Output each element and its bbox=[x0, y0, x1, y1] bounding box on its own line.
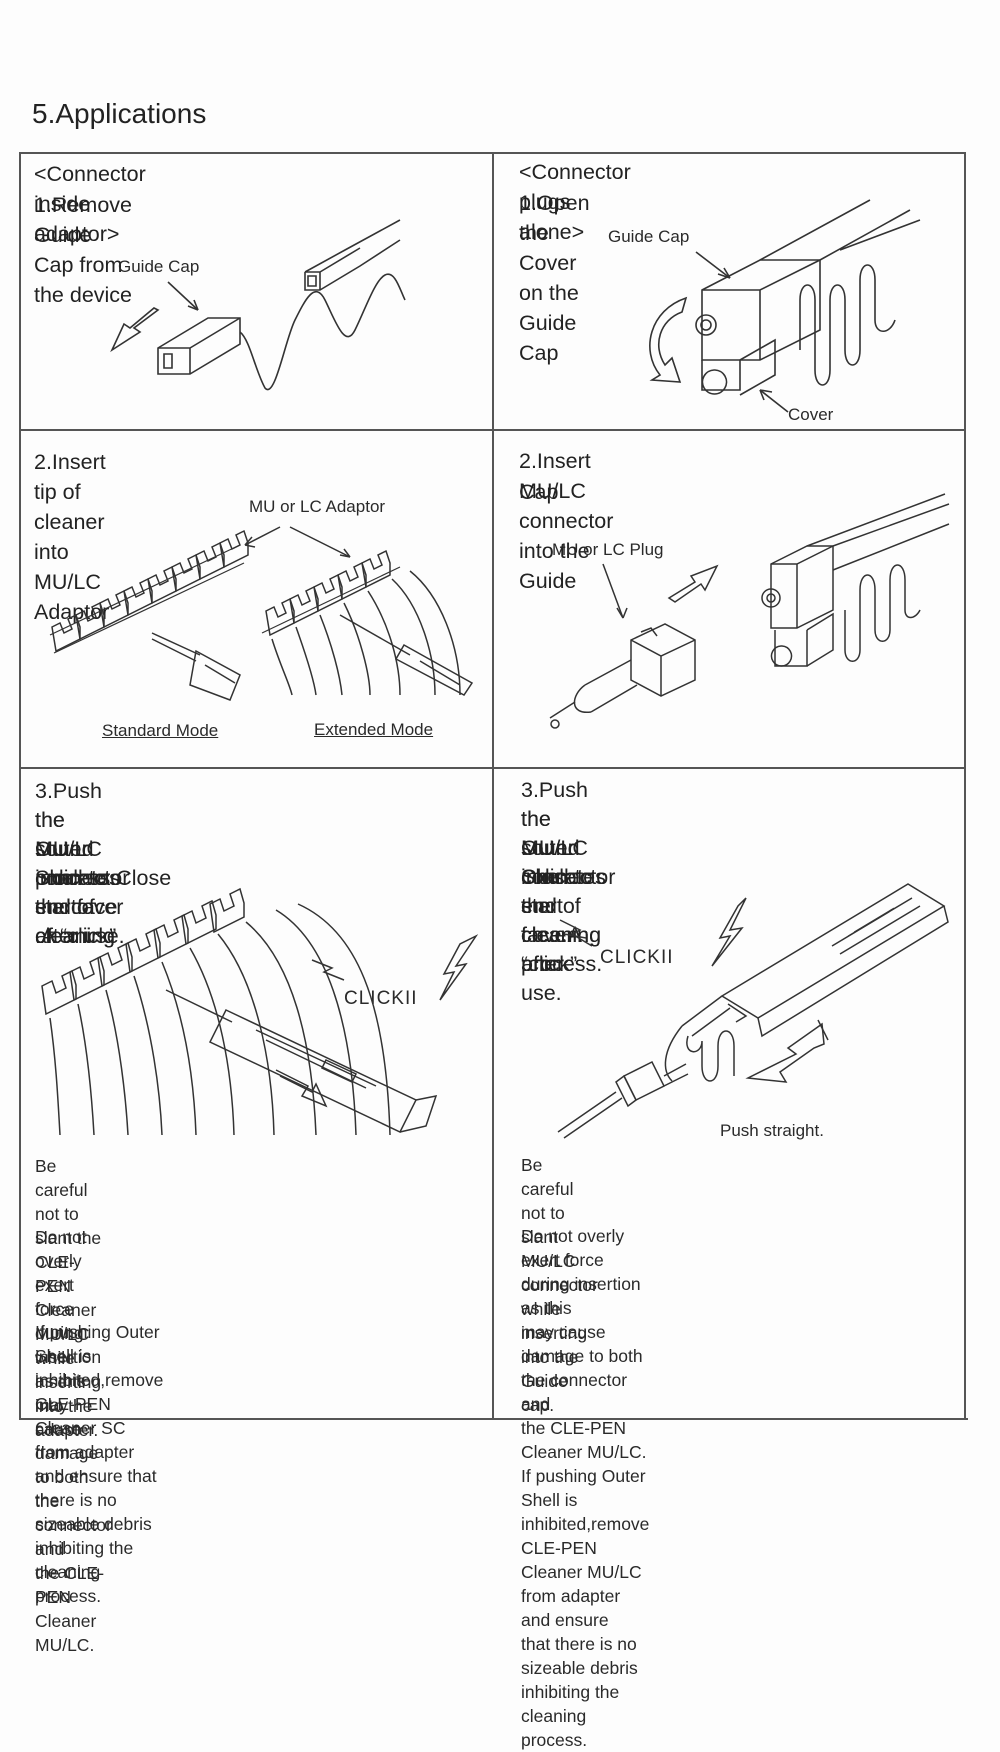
left-note-slant: Be careful not to slant the CLE-PEN Clea… bbox=[35, 1156, 102, 1440]
standard-mode-label: Standard Mode bbox=[102, 721, 219, 740]
guide-cap-removal-illustration bbox=[100, 220, 420, 400]
table-border-left bbox=[19, 152, 21, 1420]
adaptor-label: MU or LC Adaptor bbox=[249, 497, 386, 516]
left-step1-title: 1.Remove Guide Cap from the device bbox=[34, 193, 133, 307]
plug-label: MU or LC Plug bbox=[552, 540, 664, 559]
cover-label: Cover bbox=[788, 405, 834, 424]
right-guide-cap-label: Guide Cap bbox=[608, 227, 690, 246]
right-click-label: CLICKII bbox=[600, 947, 674, 968]
left-step3-line4: process.Close the cover after use. bbox=[35, 866, 172, 948]
left-column-header: <Connector inside adaptor> bbox=[34, 162, 146, 246]
table-row-divider-2 bbox=[19, 767, 965, 769]
right-step1-title: 1.Open the Cover on the Guide Cap bbox=[519, 191, 590, 365]
right-step2-title-line1: 2.Insert MU/LC connector into the Guide bbox=[519, 449, 614, 593]
right-step3-line3: sound indicates end of cleaning process. bbox=[521, 836, 606, 976]
right-step3-line4: Close the cover after use. bbox=[521, 865, 576, 1005]
extended-mode-label: Extended Mode bbox=[314, 720, 434, 739]
right-push-cleaning-illustration bbox=[552, 876, 952, 1146]
left-step3-line1: 3.Push the Outer Shell to start cleaning bbox=[35, 779, 116, 948]
table-border-right bbox=[964, 152, 966, 1420]
left-guide-cap-label: Guide Cap bbox=[118, 257, 200, 276]
section-title: 5.Applications bbox=[32, 98, 207, 129]
table-row-divider-1 bbox=[19, 429, 965, 431]
left-step3-line2: the MU/LC connector end face .A “click” bbox=[35, 808, 130, 948]
left-step3-line3: sound indicates end of cleaning bbox=[35, 837, 120, 948]
right-note-slant: Be careful not to slant MU/LC connector … bbox=[521, 1155, 598, 1415]
table-border-bottom bbox=[21, 1418, 968, 1420]
left-note-debris: If pushing Outer Shell is inhibited,remo… bbox=[35, 1322, 164, 1606]
open-cover-illustration bbox=[610, 220, 930, 420]
push-straight-label: Push straight. bbox=[720, 1121, 824, 1140]
table-column-divider bbox=[492, 152, 494, 1420]
left-click-label: CLICKII bbox=[344, 988, 418, 1009]
right-step2-title-line2: Cap bbox=[519, 480, 559, 504]
left-step2-title: 2.Insert tip of cleaner into MU/LC Adapt… bbox=[34, 450, 110, 624]
plug-insertion-illustration bbox=[545, 490, 955, 750]
right-column-header: <Connector plugs alone> bbox=[519, 160, 631, 244]
adaptor-insertion-illustration bbox=[40, 515, 480, 705]
left-push-cleaning-illustration bbox=[36, 900, 486, 1150]
right-step3-line2: the MU/LC connector end face.A “click” bbox=[521, 807, 616, 976]
right-note-force-debris: Do not overly exert force during inserti… bbox=[521, 1226, 650, 1750]
